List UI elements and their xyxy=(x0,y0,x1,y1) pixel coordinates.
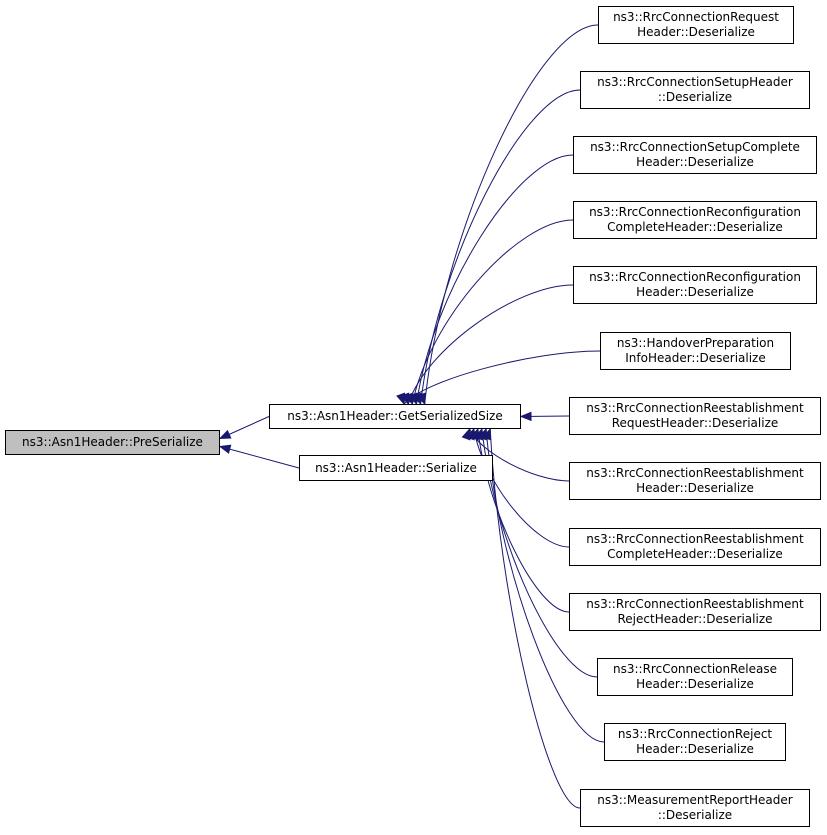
node-rrc-connection-reconfiguration-complete[interactable]: ns3::RrcConnectionReconfiguration Comple… xyxy=(573,201,817,239)
node-label-line: ns3::RrcConnectionReestablishment xyxy=(586,532,804,546)
edge-handover_preparation_info-to-get_serialized_size xyxy=(403,350,601,405)
node-label-line: Header::Deserialize xyxy=(636,481,754,495)
edge-rrc_connection_reconfiguration-to-get_serialized_size xyxy=(407,284,574,405)
node-label-line: ns3::RrcConnectionReestablishment xyxy=(586,597,804,611)
node-serialize[interactable]: ns3::Asn1Header::Serialize xyxy=(299,455,493,481)
node-label-line: ns3::MeasurementReportHeader xyxy=(597,793,793,807)
node-rrc-connection-reject[interactable]: ns3::RrcConnectionReject Header::Deseria… xyxy=(604,723,786,761)
edge-rrc_connection_setup-to-get_serialized_size xyxy=(420,89,581,405)
node-handover-preparation-info[interactable]: ns3::HandoverPreparation InfoHeader::Des… xyxy=(600,332,791,370)
node-label-line: ns3::RrcConnectionReconfiguration xyxy=(589,270,801,284)
node-label-line: ns3::Asn1Header::GetSerializedSize xyxy=(287,409,503,423)
arrowhead-rrc_connection_reestablishment_request-to-get_serialized_size xyxy=(519,411,532,422)
node-rrc-connection-reestablishment-reject[interactable]: ns3::RrcConnectionReestablishment Reject… xyxy=(569,593,821,631)
node-label-line: InfoHeader::Deserialize xyxy=(625,351,766,365)
node-label-line: ns3::RrcConnectionSetupHeader xyxy=(597,75,793,89)
arrowhead-serialize-to-pre_serialize xyxy=(218,444,232,454)
node-rrc-connection-release[interactable]: ns3::RrcConnectionRelease Header::Deseri… xyxy=(597,658,793,696)
node-label-line: ns3::HandoverPreparation xyxy=(616,336,775,350)
node-label-line: Header::Deserialize xyxy=(636,155,754,169)
edge-rrc_connection_reconfiguration_complete-to-get_serialized_size xyxy=(411,219,574,405)
node-label-line: Header::Deserialize xyxy=(637,25,755,39)
node-label-line: RequestHeader::Deserialize xyxy=(611,416,779,430)
node-rrc-connection-reestablishment-complete[interactable]: ns3::RrcConnectionReestablishment Comple… xyxy=(569,528,821,566)
node-rrc-connection-reestablishment[interactable]: ns3::RrcConnectionReestablishment Header… xyxy=(569,462,821,500)
edge-rrc_connection_reject-to-get_serialized_size xyxy=(485,428,605,743)
node-label-line: ns3::Asn1Header::PreSerialize xyxy=(22,435,203,449)
node-pre-serialize[interactable]: ns3::Asn1Header::PreSerialize xyxy=(5,430,220,455)
node-label-line: ns3::RrcConnectionSetupComplete xyxy=(590,140,800,154)
edge-serialize-to-pre_serialize xyxy=(219,446,300,469)
node-rrc-connection-reestablishment-request[interactable]: ns3::RrcConnectionReestablishment Reques… xyxy=(569,397,821,435)
node-get-serialized-size[interactable]: ns3::Asn1Header::GetSerializedSize xyxy=(269,404,521,429)
node-label-line: ns3::RrcConnectionRequest xyxy=(613,10,779,24)
node-label-line: ns3::RrcConnectionReject xyxy=(617,727,773,741)
node-label-line: RejectHeader::Deserialize xyxy=(617,612,773,626)
node-label-line: ::Deserialize xyxy=(657,90,733,104)
node-label-line: ns3::RrcConnectionReestablishment xyxy=(586,401,804,415)
node-label-line: Header::Deserialize xyxy=(636,742,754,756)
arrowhead-measurement_report-to-get_serialized_size xyxy=(482,427,492,441)
arrowhead-handover_preparation_info-to-get_serialized_size xyxy=(396,392,406,406)
node-label-line: Header::Deserialize xyxy=(636,285,754,299)
node-rrc-connection-setup-complete[interactable]: ns3::RrcConnectionSetupComplete Header::… xyxy=(573,136,817,174)
node-label-line: ns3::RrcConnectionRelease xyxy=(613,662,777,676)
node-rrc-connection-setup[interactable]: ns3::RrcConnectionSetupHeader ::Deserial… xyxy=(580,71,810,109)
node-measurement-report[interactable]: ns3::MeasurementReportHeader ::Deseriali… xyxy=(580,789,810,827)
node-rrc-connection-request[interactable]: ns3::RrcConnectionRequest Header::Deseri… xyxy=(598,6,794,44)
edge-rrc_connection_setup_complete-to-get_serialized_size xyxy=(416,154,574,405)
node-label-line: ns3::RrcConnectionReconfiguration xyxy=(589,205,801,219)
node-label-line: ns3::Asn1Header::Serialize xyxy=(315,460,477,475)
arrowhead-get_serialized_size-to-pre_serialize xyxy=(218,429,232,440)
edge-measurement_report-to-get_serialized_size xyxy=(489,428,581,809)
node-label-line: CompleteHeader::Deserialize xyxy=(607,547,783,561)
node-label-line: ns3::RrcConnectionReestablishment xyxy=(586,466,804,480)
node-rrc-connection-reconfiguration[interactable]: ns3::RrcConnectionReconfiguration Header… xyxy=(573,266,817,304)
edge-rrc_connection_request-to-get_serialized_size xyxy=(424,24,599,405)
node-label-line: Header::Deserialize xyxy=(636,677,754,691)
edge-rrc_connection_reestablishment_complete-to-get_serialized_size xyxy=(473,428,570,548)
node-label-line: ::Deserialize xyxy=(657,808,733,822)
node-label-line: CompleteHeader::Deserialize xyxy=(607,220,783,234)
